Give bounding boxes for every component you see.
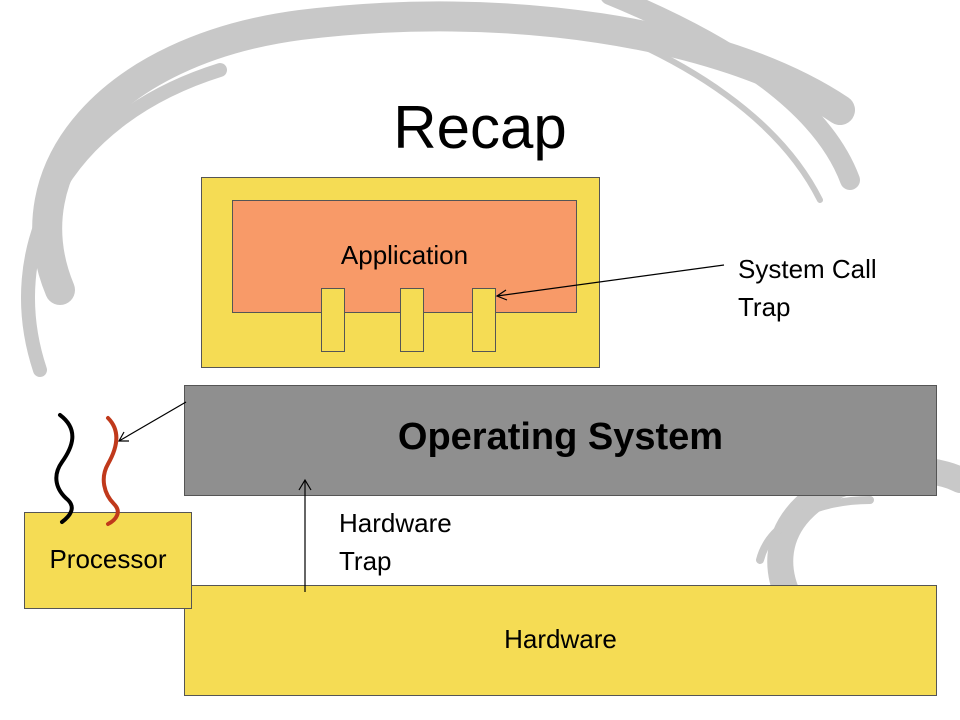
os-to-processor-arrow (118, 401, 187, 442)
os-to-processor-arrowhead (117, 431, 129, 442)
hardware-layer (184, 585, 937, 696)
hardware-trap-note: Hardware Trap (339, 504, 452, 580)
system-call-label: System Call (738, 254, 877, 284)
trap-label: Trap (738, 292, 791, 322)
hardware-label: Hardware (504, 624, 617, 654)
hardware-label-note: Hardware (339, 508, 452, 538)
hardware-trap-arrowhead (298, 478, 312, 491)
slide-title: Recap (393, 94, 567, 161)
processor-box (24, 512, 192, 609)
system-call-arrow (496, 264, 725, 297)
trap-label: Trap (339, 546, 392, 576)
system-call-port (400, 288, 424, 352)
thread-red-icon (101, 416, 120, 526)
system-call-arrowhead (495, 289, 508, 301)
thread-black-icon (54, 413, 75, 524)
system-call-port (321, 288, 345, 352)
system-call-port (472, 288, 496, 352)
application-label: Application (340, 240, 469, 270)
system-call-trap-note: System Call Trap (738, 250, 877, 326)
operating-system-label: Operating System (397, 416, 724, 458)
processor-label: Processor (49, 544, 167, 574)
operating-system-layer (184, 385, 937, 496)
